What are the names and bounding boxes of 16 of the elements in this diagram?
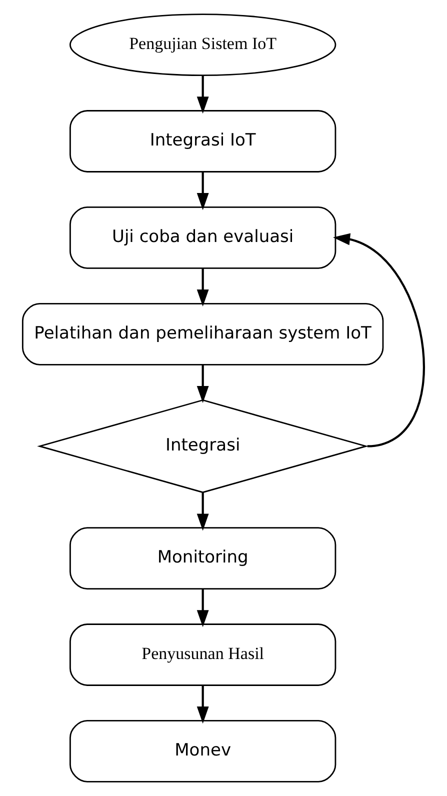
node-box: Penyusunan Hasil bbox=[69, 624, 336, 686]
arrow bbox=[196, 172, 209, 210]
node-ellipse: Pengujian Sistem IoT bbox=[69, 14, 336, 76]
arrow bbox=[196, 492, 209, 531]
arrow bbox=[196, 268, 209, 307]
arrow bbox=[196, 75, 209, 114]
arrow bbox=[196, 364, 209, 404]
node-box: Monitoring bbox=[69, 527, 336, 590]
node-box: Uji coba dan evaluasi bbox=[69, 206, 336, 269]
node-box: Pelatihan dan pemeliharaan system IoT bbox=[22, 302, 384, 366]
arrow bbox=[332, 233, 425, 448]
node-box: Integrasi IoT bbox=[69, 110, 336, 172]
arrow bbox=[196, 588, 209, 628]
arrow bbox=[196, 685, 209, 724]
node-box: Monev bbox=[69, 720, 336, 782]
node-diamond: Integrasi bbox=[37, 399, 369, 494]
